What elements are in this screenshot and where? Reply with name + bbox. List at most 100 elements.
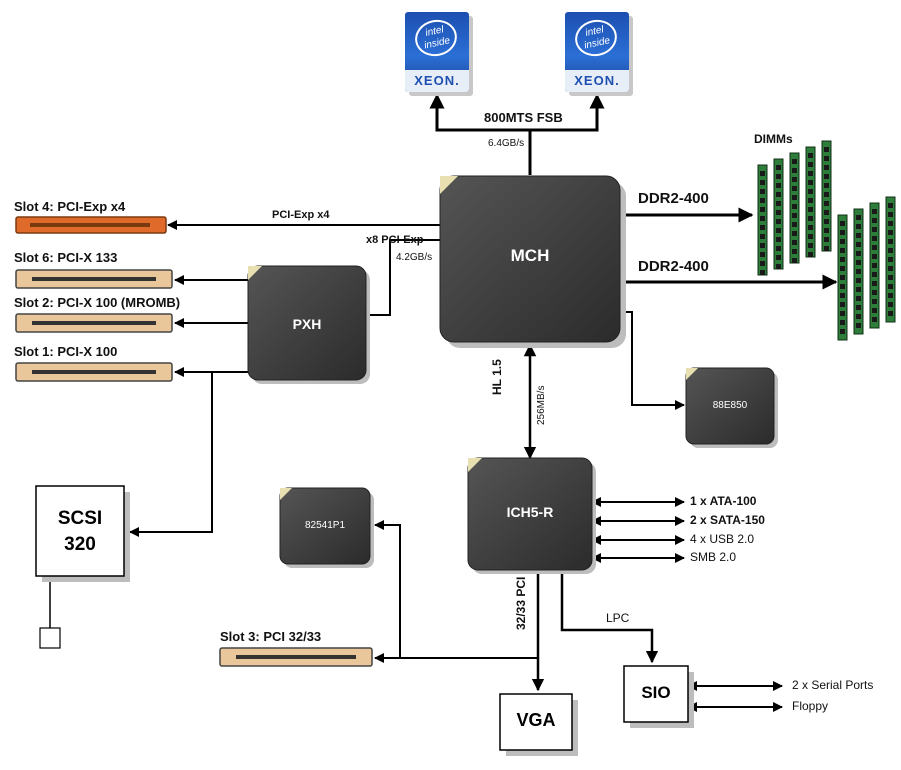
dimm-chip [872,290,877,295]
pxh-chip [247,265,367,381]
pci-exp-x4-label: PCI-Exp x4 [272,209,330,221]
dimm-chip [760,225,765,230]
dimm-chip [760,270,765,275]
dimm-chip [872,272,877,277]
cpu-1: intel inside XEON. [405,12,469,92]
dimm-chip [776,201,781,206]
vga-label: VGA [516,710,556,730]
dimm-chip [760,198,765,203]
dimm-chip [872,254,877,259]
dimm-chip [808,189,813,194]
dimm-chip [824,174,829,179]
sio-box [623,665,689,723]
dimm-chip [856,296,861,301]
dimm-chip [888,302,893,307]
dimm-chip [760,234,765,239]
dimm-chip [792,159,797,164]
dimm-chip [888,203,893,208]
dimm-chip [824,237,829,242]
slot4-label: Slot 4: PCI-Exp x4 [14,199,126,214]
ich-link-usb-label: 4 x USB 2.0 [690,532,755,546]
dimm-chip [888,239,893,244]
dimm-chip [888,275,893,280]
pxh-label: PXH [292,316,322,332]
dimm-chip [792,258,797,263]
dimm-chip [840,302,845,307]
dimm-chip [856,305,861,310]
sio-link-floppy-label: Floppy [792,699,829,713]
dimm-bank-1 [757,140,832,276]
dimm-chip [872,317,877,322]
pxh-to-scsi [129,372,213,537]
dimm-chip [872,263,877,268]
dimm-chip [776,192,781,197]
dimm-chip [824,228,829,233]
dimm-chip [792,213,797,218]
dimm-chip [824,147,829,152]
hl-label: HL 1.5 [490,359,504,395]
slot6-label: Slot 6: PCI-X 133 [14,250,118,265]
mch-to-88e850 [622,311,685,410]
dimm-chip [872,245,877,250]
dimm-chip [856,215,861,220]
88e850-chip [685,367,775,445]
pci-bus-to-gbe [374,520,538,659]
dimm-chip [856,251,861,256]
dimm-chip [856,260,861,265]
dimm-chip [760,171,765,176]
dimm-chip [776,255,781,260]
dimm-chip [760,216,765,221]
dimm-chip [792,222,797,227]
ich-chip [467,457,593,571]
dimm-chip [760,189,765,194]
dimm-chip [840,266,845,271]
ich-label: ICH5-R [506,504,554,520]
slot3-label: Slot 3: PCI 32/33 [220,629,322,644]
dimm-chip [808,153,813,158]
dimm-chip [792,231,797,236]
dimm-chip [856,269,861,274]
dimm-chip [776,219,781,224]
dimm-chip [824,156,829,161]
dimm-chip [760,252,765,257]
ddr2-channel2-label: DDR2-400 [638,258,709,275]
82541p1-chip [279,487,371,565]
dimm-chip [888,230,893,235]
vga-box [499,693,573,751]
dimm-chip [776,246,781,251]
dimm-chip [824,210,829,215]
dimm-chip [824,201,829,206]
scsi-label-line1: SCSI [57,508,103,529]
xeon-label: XEON. [565,70,629,92]
dimm-chip [792,168,797,173]
dimm-chip [776,174,781,179]
dimm-chip [872,227,877,232]
dimm-chip [888,221,893,226]
dimm-chip [776,228,781,233]
cpu-2: intel inside XEON. [565,12,629,92]
pci-bus-label: 32/33 PCI [514,576,528,630]
xeon-label: XEON. [405,70,469,92]
intel-inside-logo: intel inside [571,16,621,60]
dimm-chip [856,287,861,292]
dimm-chip [760,180,765,185]
dimm-chip [776,183,781,188]
dimm-chip [760,261,765,266]
fsb-bandwidth: 6.4GB/s [488,138,525,149]
dimm-chip [840,221,845,226]
dimm-chip [776,264,781,269]
dimm-chip [856,242,861,247]
scsi-box [35,485,125,577]
dimm-chip [872,218,877,223]
dimm-chip [808,180,813,185]
dimm-chip [888,266,893,271]
dimm-chip [792,177,797,182]
dimm-chip [840,239,845,244]
dimm-chip [856,224,861,229]
dimm-chip [808,252,813,257]
ddr2-channel1-label: DDR2-400 [638,190,709,207]
dimm-chip [824,192,829,197]
dimm-chip [808,198,813,203]
dimm-chip [760,207,765,212]
dimm-chip [792,186,797,191]
